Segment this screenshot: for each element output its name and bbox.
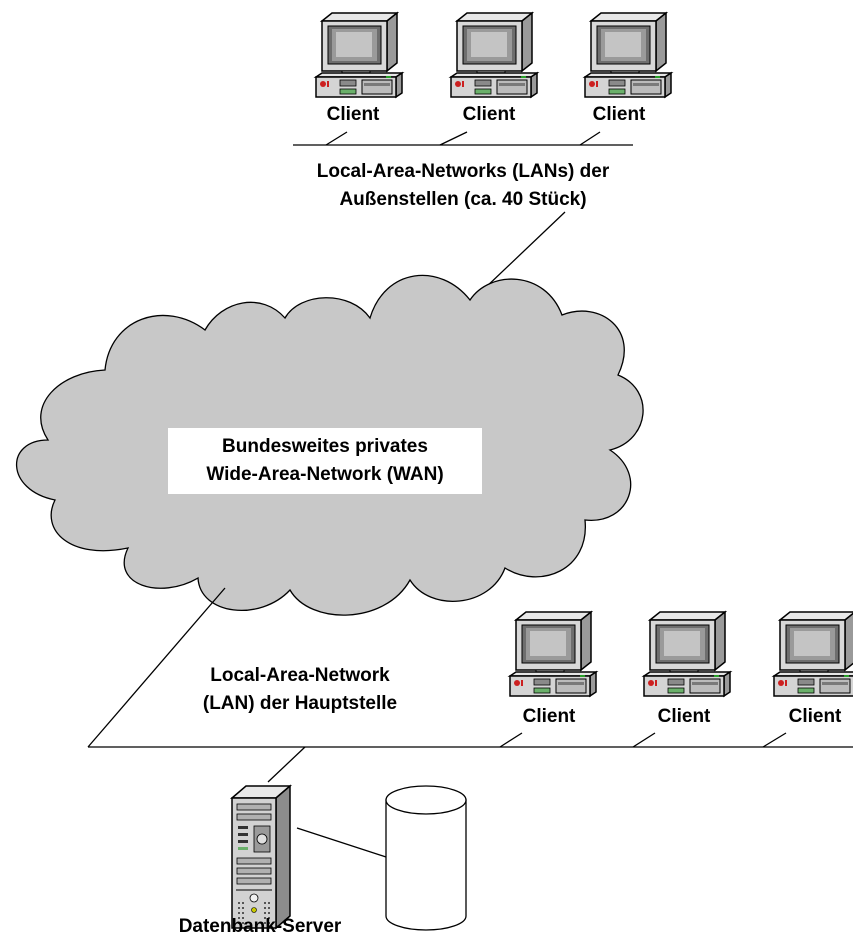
hq-client-2-computer-icon	[643, 611, 731, 697]
hq-client-3-label: Client	[788, 706, 842, 727]
branch-lan-caption-line-2: Außenstellen (ca. 40 Stück)	[339, 189, 587, 210]
hq-lan-caption: Local-Area-Network (LAN) der Hauptstelle	[180, 662, 420, 718]
wan-caption-line-1: Bundesweites privates	[222, 436, 428, 457]
wan-caption-line-2: Wide-Area-Network (WAN)	[206, 464, 444, 485]
hq-lan-lines	[87, 587, 853, 858]
branch-client-2-computer-icon	[450, 12, 538, 98]
hq-client-1-computer-icon	[509, 611, 597, 697]
hq-lan-caption-line-1: Local-Area-Network	[210, 665, 390, 686]
database-server-icon	[231, 785, 291, 929]
branch-client-3-label: Client	[592, 104, 646, 125]
database-server-label: Datenbank-Server	[178, 916, 342, 937]
branch-lan-lines	[293, 131, 633, 291]
database-storage-icon	[385, 785, 467, 931]
hq-client-1-label: Client	[522, 706, 576, 727]
branch-lan-caption-line-1: Local-Area-Networks (LANs) der	[316, 161, 610, 182]
branch-client-1-computer-icon	[315, 12, 403, 98]
hq-client-3-computer-icon	[773, 611, 853, 697]
branch-client-2-label: Client	[462, 104, 516, 125]
branch-client-1-label: Client	[326, 104, 380, 125]
branch-client-3-computer-icon	[584, 12, 672, 98]
wan-caption-box: Bundesweites privates Wide-Area-Network …	[168, 428, 482, 494]
hq-lan-caption-line-2: (LAN) der Hauptstelle	[202, 693, 398, 714]
branch-lan-caption: Local-Area-Networks (LANs) der Außenstel…	[293, 158, 633, 214]
hq-client-2-label: Client	[657, 706, 711, 727]
